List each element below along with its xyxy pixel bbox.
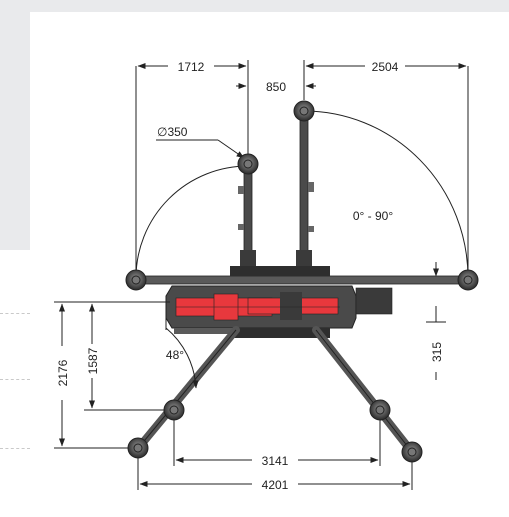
dim-height-overall: 2176 xyxy=(56,359,70,386)
technical-drawing: 1712 850 2504 ∅350 0° - 90° xyxy=(54,60,479,492)
boom-right xyxy=(296,111,314,274)
dim-inner-width: 3141 xyxy=(262,454,289,468)
dim-ground-offset: 315 xyxy=(430,342,444,362)
boom-angle-label: 0° - 90° xyxy=(353,209,393,223)
dim-leg-angle: 48° xyxy=(166,348,184,362)
dim-pad-diameter: ∅350 xyxy=(157,125,188,139)
leg-right xyxy=(312,326,416,456)
dim-boom-gap: 850 xyxy=(266,80,286,94)
divider xyxy=(0,379,30,380)
divider xyxy=(0,313,30,314)
swing-arcs xyxy=(135,110,469,279)
boom-left xyxy=(238,165,256,274)
bottom-dimensions xyxy=(137,420,413,490)
background-panel xyxy=(0,250,30,517)
support-pads xyxy=(125,100,479,463)
top-dimensions xyxy=(135,60,469,276)
left-dimensions xyxy=(54,301,199,449)
divider xyxy=(0,448,30,449)
drawing-sheet: 1712 850 2504 ∅350 0° - 90° xyxy=(30,12,509,517)
dim-height-inner: 1587 xyxy=(86,347,100,374)
machine-chassis xyxy=(139,266,471,338)
right-dimension xyxy=(426,262,446,380)
leg-left xyxy=(136,326,240,450)
dim-left-leg-reach: 1712 xyxy=(178,60,205,74)
dim-right-leg-reach: 2504 xyxy=(372,60,399,74)
dim-outer-width: 4201 xyxy=(262,478,289,492)
